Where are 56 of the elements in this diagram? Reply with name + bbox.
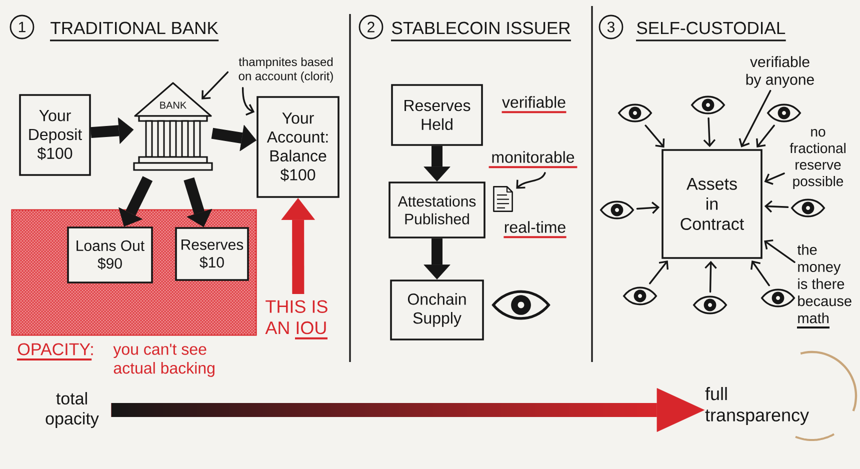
scale-label: total opacity [46,392,99,428]
process-box: Loans Out $90 [67,226,153,284]
annotation: verifiable by anyone [746,56,814,88]
annotation: monitorable [492,151,574,163]
arrow [704,260,717,293]
section-title: TRADITIONAL BANK [50,22,218,34]
eye-icon [618,104,652,122]
annotation: real-time [504,221,566,233]
process-box: Assets in Contract [662,149,762,259]
eye-icon [791,198,825,218]
process-box: Reserves $10 [175,227,249,281]
arrow [644,124,665,148]
note-text: you can't see actual backing [113,344,214,377]
callout-text: THIS IS AN IOU [265,300,328,334]
leader-arrow [516,172,546,189]
arrow [424,146,450,182]
eye-icon [600,200,634,220]
eye-icon [691,96,725,114]
process-box: Reserves Held [391,84,483,146]
arrow [90,117,134,144]
note-heading: OPACITY: [18,343,93,356]
arrow [424,238,450,280]
leader-arrow [738,90,772,148]
section-title: STABLECOIN ISSUER [392,22,570,34]
section-title: SELF-CUSTODIAL [637,22,786,34]
eye-icon [492,290,550,320]
leader-arrow [764,239,796,263]
arrow [636,202,660,214]
circled-number: 2 [358,14,384,40]
arrow [281,198,315,294]
annotation: the money is there because math [797,244,852,324]
bank-building: BANK [133,82,213,171]
arrow [703,117,716,148]
leader-arrow [242,87,255,116]
arrow [649,260,669,284]
scale-label: full transparency [705,387,810,425]
circled-number: 1 [10,14,34,40]
eye-icon [767,104,801,122]
annotation: thampnites based on account (clorit) [238,57,333,83]
arrow [764,200,789,213]
arrow [750,260,770,286]
process-box: Your Deposit $100 [19,94,91,176]
process-box: Your Account: Balance $100 [256,96,340,198]
annotation: no fractional reserve possible [790,129,846,189]
circled-number: 3 [598,14,624,40]
process-box: Onchain Supply [390,280,484,340]
document-icon [493,186,513,212]
leader-arrow [202,71,229,100]
eye-icon [761,288,795,308]
eye-icon [623,286,657,306]
annotation: verifiable [502,96,566,108]
arrow [211,124,256,152]
process-box: Attestations Published [388,182,486,238]
arrow [756,124,775,148]
eye-icon [693,296,727,314]
leader-arrow [764,172,785,185]
